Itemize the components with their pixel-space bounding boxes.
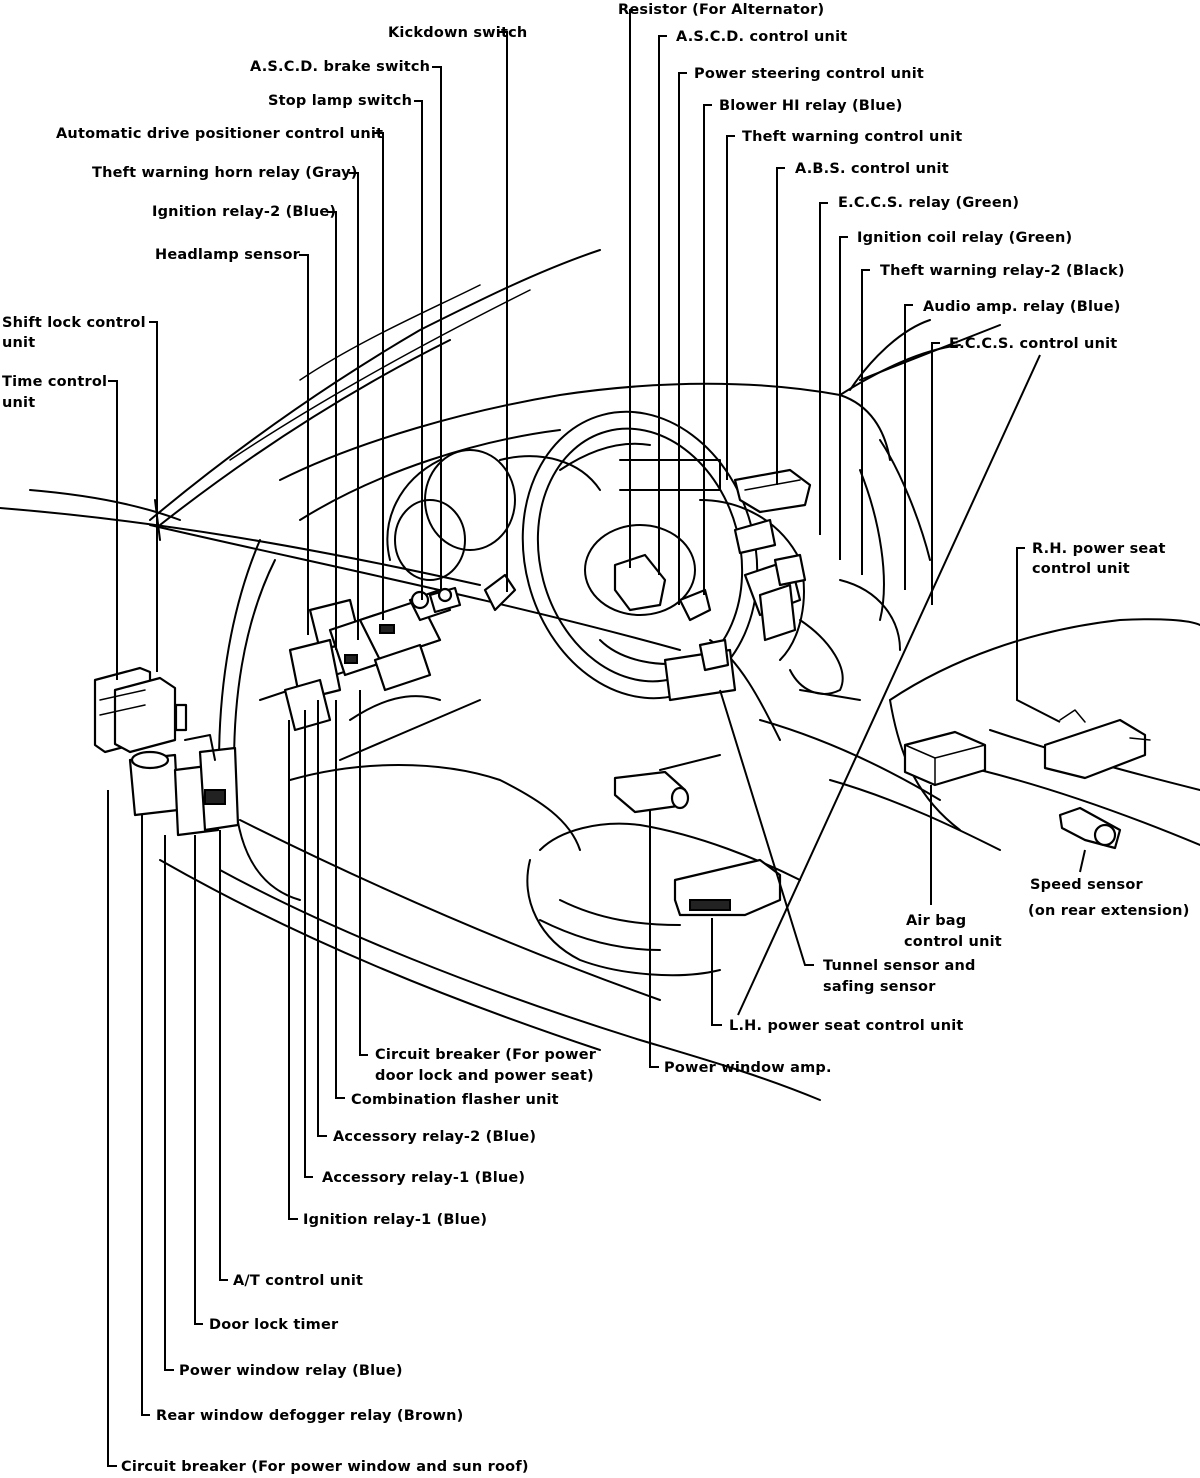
label-theft-warning-relay-2: Theft warning relay-2 (Black) [880, 263, 1125, 279]
label-audio-amp-relay: Audio amp. relay (Blue) [923, 299, 1121, 315]
shift-lock-time-control-units [93, 666, 188, 754]
label-eccs-control-unit: E.C.C.S. control unit [949, 336, 1117, 352]
label-speed-sensor-line1: Speed sensor [1030, 877, 1143, 893]
label-power-steering-control: Power steering control unit [694, 66, 924, 82]
abs-control-unit-drawing [733, 468, 812, 642]
label-theft-warning-horn-relay: Theft warning horn relay (Gray) [92, 165, 358, 181]
lh-power-seat-unit-drawing [673, 858, 782, 917]
rh-power-seat-unit-drawing [1043, 709, 1151, 780]
lower-left-relays [128, 734, 240, 837]
label-ignition-relay-1: Ignition relay-1 (Blue) [303, 1212, 487, 1228]
label-combination-flasher: Combination flasher unit [351, 1092, 559, 1108]
vehicle-interior-drawing [0, 249, 1200, 1101]
label-time-control-line1: Time control [2, 374, 107, 390]
label-rh-seat-line2: control unit [1032, 561, 1130, 577]
label-stop-lamp-switch: Stop lamp switch [268, 93, 412, 109]
label-air-bag-line2: control unit [904, 934, 1002, 950]
label-shift-lock-line2: unit [2, 335, 35, 351]
label-tunnel-sensor-line2: safing sensor [823, 979, 936, 995]
label-shift-lock-line1: Shift lock control [2, 315, 146, 331]
components [93, 468, 1151, 917]
label-lh-power-seat: L.H. power seat control unit [729, 1018, 964, 1034]
label-cb-door-lock-line2: door lock and power seat) [375, 1068, 594, 1084]
label-tunnel-sensor-line1: Tunnel sensor and [823, 958, 976, 974]
label-rh-seat-line1: R.H. power seat [1032, 541, 1166, 557]
label-ascd-control-unit: A.S.C.D. control unit [676, 29, 847, 45]
label-kickdown-switch: Kickdown switch [388, 25, 527, 41]
label-theft-warning-control: Theft warning control unit [742, 129, 962, 145]
label-accessory-relay-1: Accessory relay-1 (Blue) [322, 1170, 525, 1186]
label-resistor-alternator: Resistor (For Alternator) [618, 2, 824, 18]
label-speed-sensor-line2: (on rear extension) [1028, 903, 1190, 919]
leader-lines [107, 9, 1086, 1467]
label-cb-power-window: Circuit breaker (For power window and su… [121, 1459, 529, 1475]
label-power-window-relay: Power window relay (Blue) [179, 1363, 403, 1379]
label-rear-defogger-relay: Rear window defogger relay (Brown) [156, 1408, 463, 1424]
label-at-control-unit: A/T control unit [233, 1273, 363, 1289]
label-ignition-coil-relay: Ignition coil relay (Green) [857, 230, 1072, 246]
label-accessory-relay-2: Accessory relay-2 (Blue) [333, 1129, 536, 1145]
label-door-lock-timer: Door lock timer [209, 1317, 339, 1333]
dash-relay-cluster [283, 573, 517, 732]
power-window-amp-drawing [613, 770, 690, 814]
speed-sensor-drawing [1058, 806, 1122, 850]
label-ignition-relay-2: Ignition relay-2 (Blue) [152, 204, 336, 220]
label-time-control-line2: unit [2, 395, 35, 411]
label-air-bag-line1: Air bag [906, 913, 966, 929]
label-ascd-brake-switch: A.S.C.D. brake switch [250, 59, 430, 75]
label-blower-hi-relay: Blower HI relay (Blue) [719, 98, 903, 114]
label-headlamp-sensor: Headlamp sensor [155, 247, 301, 263]
steering-column-units [613, 553, 737, 702]
label-cb-door-lock-line1: Circuit breaker (For power [375, 1047, 597, 1063]
air-bag-control-unit-drawing [903, 730, 987, 787]
label-auto-drive-positioner: Automatic drive positioner control unit [56, 126, 383, 142]
label-eccs-relay: E.C.C.S. relay (Green) [838, 195, 1019, 211]
label-abs-control-unit: A.B.S. control unit [795, 161, 949, 177]
label-power-window-amp: Power window amp. [664, 1060, 832, 1076]
